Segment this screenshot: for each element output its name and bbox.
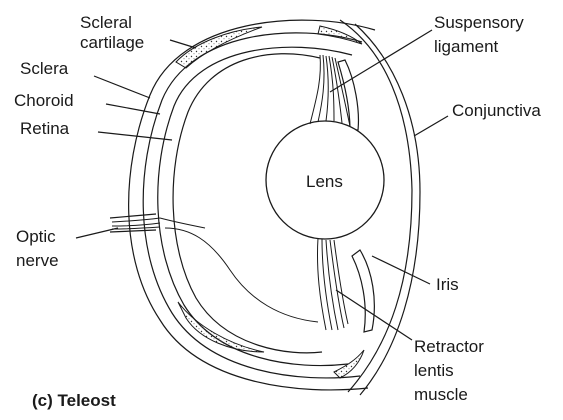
label-retractor-line3: muscle	[414, 385, 468, 404]
label-sclera: Sclera	[20, 59, 69, 78]
retractor-lentis-muscle	[317, 238, 348, 330]
label-optic-line1: Optic	[16, 227, 56, 246]
leader-iris	[372, 256, 430, 284]
suspensory-ligament	[310, 55, 350, 126]
leader-scleral-cartilage	[170, 40, 196, 48]
figure-caption: (c) Teleost	[32, 391, 116, 410]
iris-lower	[352, 250, 374, 332]
label-optic-line2: nerve	[16, 251, 59, 270]
optic-nerve	[110, 214, 205, 232]
leader-conjunctiva	[414, 116, 448, 136]
scleral-cartilage-lower-right	[334, 350, 364, 378]
scleral-cartilage-lower	[178, 302, 264, 352]
retina-detail	[165, 228, 318, 322]
label-suspensory-line2: ligament	[434, 37, 499, 56]
label-conjunctiva: Conjunctiva	[452, 101, 541, 120]
label-iris: Iris	[436, 275, 459, 294]
label-lens: Lens	[306, 172, 343, 191]
leader-retina	[98, 132, 172, 140]
label-scleral-line1: Scleral	[80, 13, 132, 32]
leader-choroid	[106, 104, 160, 114]
leader-optic-nerve	[76, 228, 118, 238]
label-choroid: Choroid	[14, 91, 74, 110]
scleral-cartilage-upper-right	[318, 26, 362, 44]
label-scleral-line2: cartilage	[80, 33, 144, 52]
label-retractor-line2: lentis	[414, 361, 454, 380]
leader-sclera	[94, 76, 150, 98]
label-retina: Retina	[20, 119, 70, 138]
label-suspensory-line1: Suspensory	[434, 13, 524, 32]
label-retractor-line1: Retractor	[414, 337, 484, 356]
